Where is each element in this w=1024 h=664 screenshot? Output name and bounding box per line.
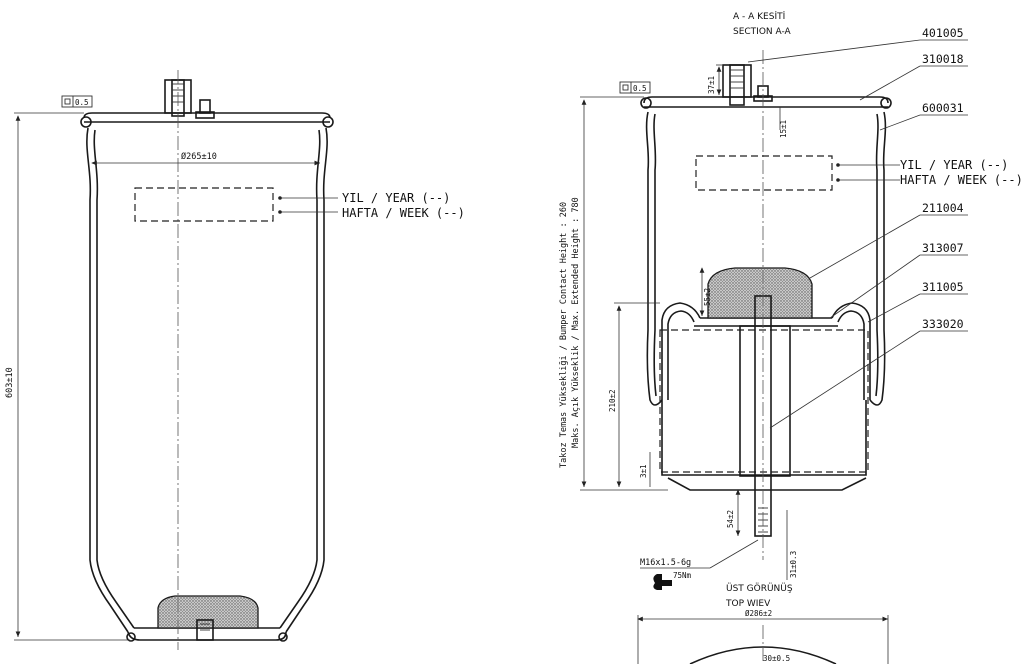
part-number-5: 313007 [922,241,964,255]
left-diameter-label: Ø265±10 [181,151,217,162]
right-year-label: YIL / YEAR (--) [900,158,1008,172]
right-section-view [580,39,968,590]
part-number-6: 311005 [922,280,964,294]
top-view-title-line2: TOP WIEV [725,599,771,609]
top-view-diameter-label: Ø286±2 [745,609,772,618]
torque-label: 75Nm [673,571,692,580]
part-number-3: 600031 [922,101,964,115]
thread-label: M16x1.5-6g [640,558,691,568]
dim-55-label: 55±2 [703,288,712,306]
dim-37-label: 37±1 [707,76,716,94]
right-week-label: HAFTA / WEEK (--) [900,173,1023,187]
dim-3-label: 3±1 [639,464,648,478]
left-week-label: HAFTA / WEEK (--) [342,206,465,220]
part-number-4: 211004 [922,201,964,215]
top-view-dim-30-label: 30±0.5 [763,654,790,663]
wrench-icon [653,574,672,590]
top-view [637,615,889,664]
dim-54-label: 54±2 [726,510,735,528]
vertical-note-2: Maks. Açık Yükseklik / Max. Extended Hei… [571,197,581,448]
part-number-7: 333020 [922,317,964,331]
part-number-2: 310018 [922,52,964,66]
left-height-label: 603±10 [5,367,15,398]
part-number-1: 401005 [922,26,964,40]
dim-15-label: 15±1 [779,120,788,138]
dim-210-label: 210±2 [608,389,617,412]
left-year-label: YIL / YEAR (--) [342,191,450,205]
top-view-title-line1: ÜST GÖRÜNÜŞ [726,583,793,594]
left-flatness-label: 0.5 [75,98,89,107]
section-title-line1: A - A KESİTİ [733,11,785,22]
vertical-note-1: Takoz Temas Yüksekliği / Bumper Contact … [559,202,569,468]
section-title-line2: SECTION A-A [733,27,792,37]
right-flatness-label: 0.5 [633,84,647,93]
left-front-view [14,70,338,650]
dim-31-label: 31±0.3 [789,551,798,578]
